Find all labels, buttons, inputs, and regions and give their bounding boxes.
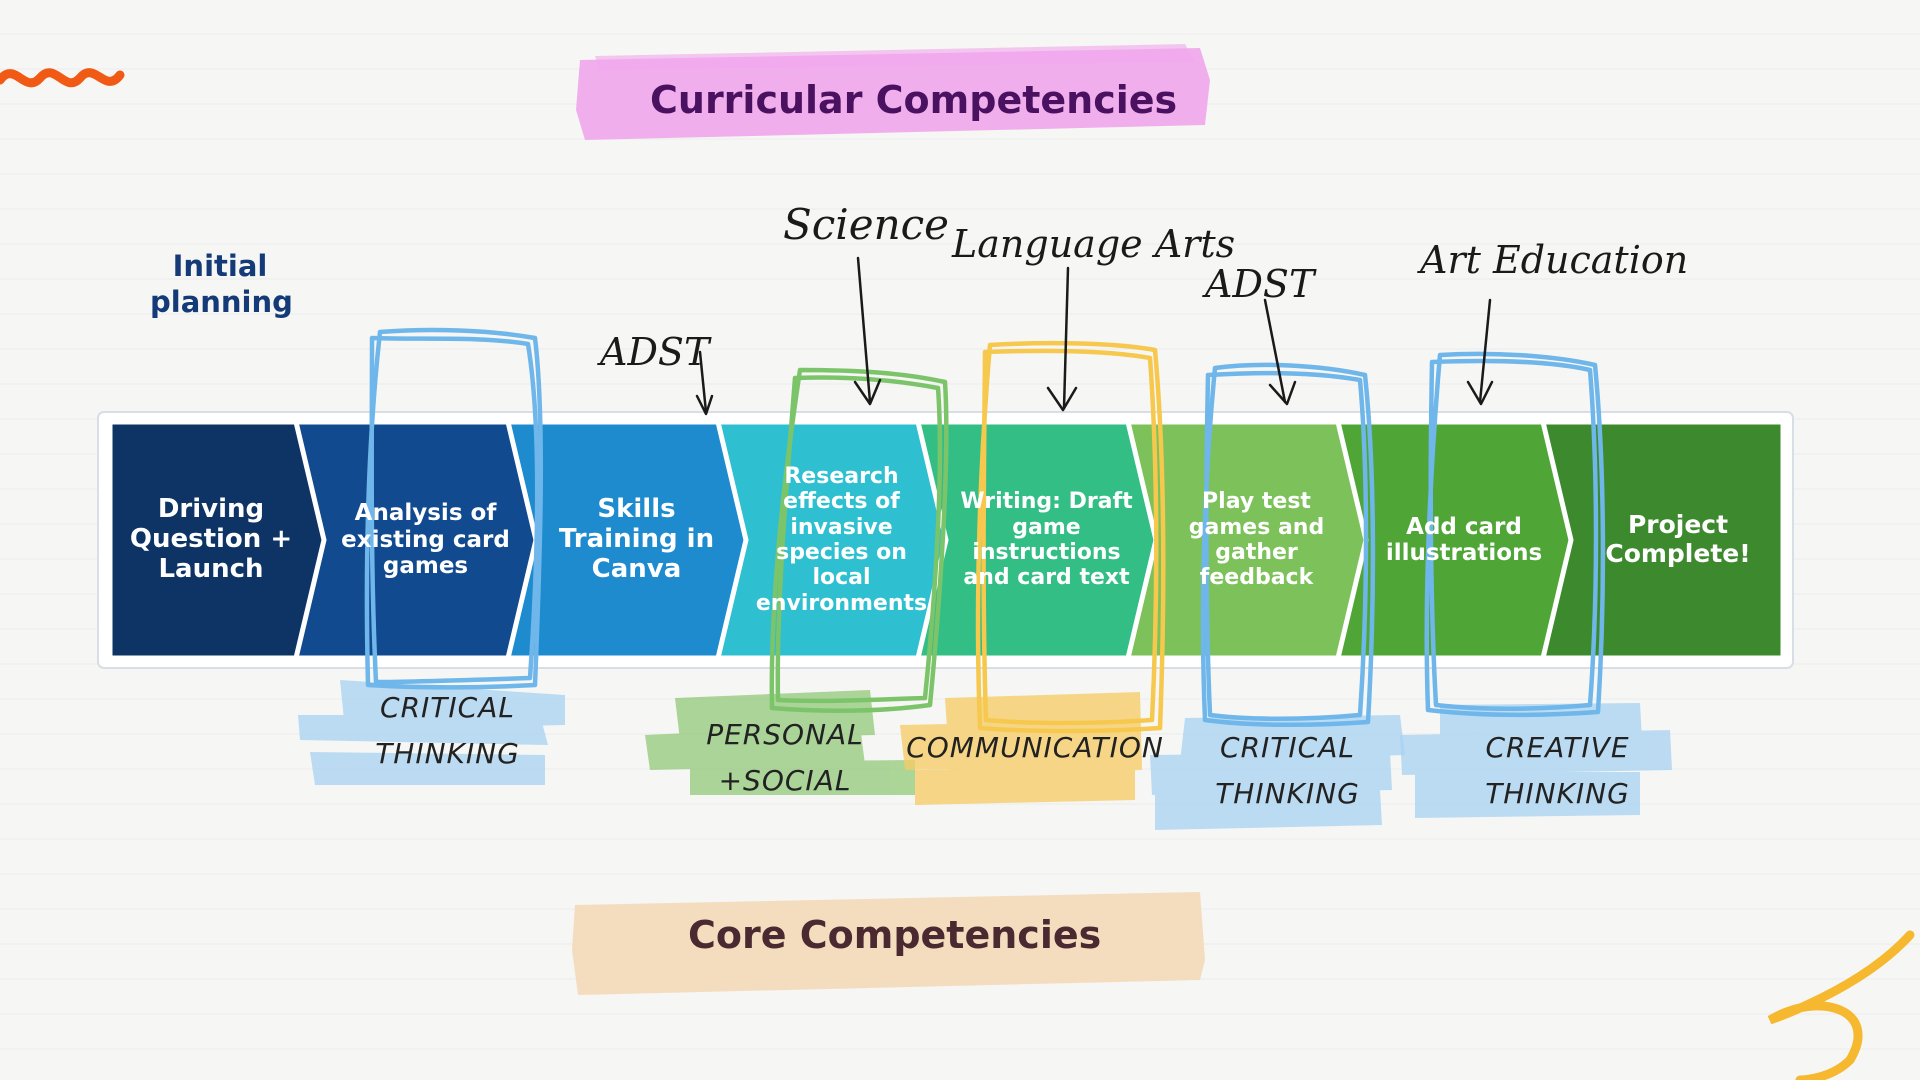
core-label-communication: COMMUNICATION <box>895 725 1175 771</box>
arrow-adst-1 <box>695 350 714 416</box>
initial-planning-label: Initial planning <box>150 249 293 319</box>
outline-step2 <box>364 327 544 690</box>
outline-step5 <box>975 340 1166 734</box>
highlight-step5 <box>900 692 1142 805</box>
core-label-line: CREATIVE <box>1485 731 1630 764</box>
core-label-line: +SOCIAL <box>718 764 852 797</box>
arrow-science <box>853 256 882 406</box>
subject-label-science: Science <box>783 200 950 249</box>
step-label: Driving Question + Launch <box>129 494 293 584</box>
core-label-line: THINKING <box>375 737 520 770</box>
core-competencies-title: Core Competencies <box>688 913 1102 957</box>
core-label-line: COMMUNICATION <box>906 731 1164 764</box>
core-label-critical-thinking-2: CRITICAL THINKING <box>1180 725 1395 817</box>
orange-squiggle <box>0 68 125 88</box>
step-label: Add card illustrations <box>1385 513 1543 566</box>
curricular-competencies-title: Curricular Competencies <box>650 78 1178 122</box>
step-label: Writing: Draft game instructions and car… <box>960 489 1133 591</box>
step-label: Analysis of existing card games <box>341 500 510 580</box>
yellow-squiggle <box>1767 930 1915 1080</box>
core-label-line: PERSONAL <box>706 718 864 751</box>
subject-label-adst-2: ADST <box>1205 262 1315 306</box>
core-label-line: THINKING <box>1215 777 1360 810</box>
outline-step7 <box>1424 351 1606 718</box>
step-label: Research effects of invasive species on … <box>755 464 928 616</box>
core-label-critical-thinking-1: CRITICAL THINKING <box>340 685 555 777</box>
highlight-step2 <box>298 680 565 785</box>
step-label: Play test games and gather feedback <box>1188 489 1325 591</box>
highlight-step6 <box>1150 715 1405 830</box>
outline-step6 <box>1200 362 1376 728</box>
arrow-language-arts <box>1046 266 1078 412</box>
subject-label-adst-1: ADST <box>600 330 710 374</box>
subject-label-art-education: Art Education <box>1420 238 1689 282</box>
core-label-line: CRITICAL <box>1220 731 1355 764</box>
core-highlight <box>572 892 1205 995</box>
step-label: Project Complete! <box>1605 510 1751 568</box>
outline-step4 <box>769 367 949 713</box>
arrow-art-education <box>1466 298 1494 406</box>
core-label-line: THINKING <box>1485 777 1630 810</box>
core-label-personal-social: PERSONAL +SOCIAL <box>670 712 900 804</box>
core-label-creative-thinking: CREATIVE THINKING <box>1450 725 1665 817</box>
subject-label-language-arts: Language Arts <box>952 222 1236 266</box>
step-label: Skills Training in Canva <box>558 494 715 584</box>
arrow-adst-2 <box>1263 298 1297 406</box>
core-label-line: CRITICAL <box>380 691 515 724</box>
curricular-highlight <box>576 44 1210 140</box>
